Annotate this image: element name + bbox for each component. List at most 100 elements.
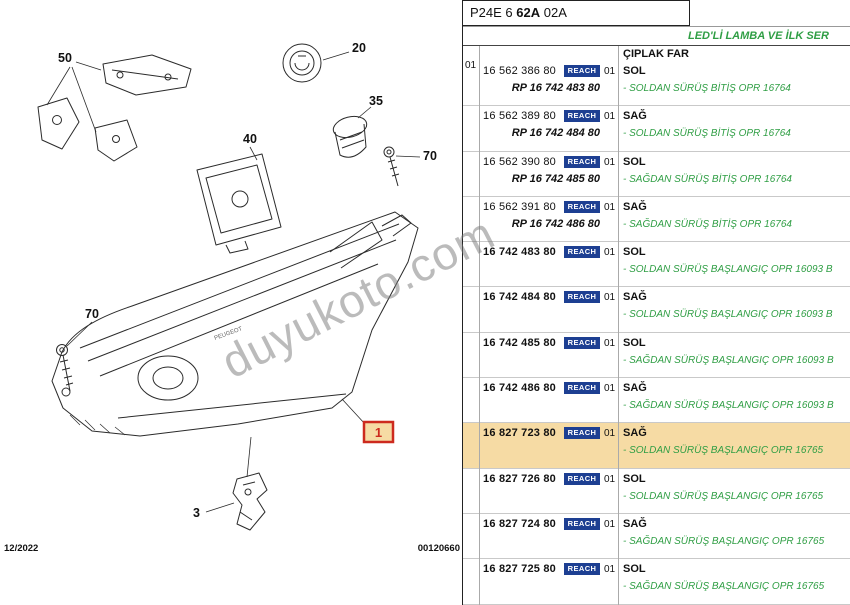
part-number: 16 827 723 80: [483, 427, 556, 440]
table-row[interactable]: 16 827 724 80 REACH 01 SAĞ - SAĞDAN SÜRÜ…: [463, 514, 850, 560]
group-header-row: ÇIPLAK FAR: [463, 46, 850, 61]
catalog-code: P24E 6 62A 02A: [463, 0, 690, 26]
side-label: SAĞ: [623, 382, 647, 395]
description: - SAĞDAN SÜRÜŞ BAŞLANGIÇ OPR 16765: [623, 535, 825, 547]
diagram-panel: 50 20 35 40 70 70 3 PEUGEOT 1 12/2022 00…: [4, 41, 460, 554]
parts-table-rows: 16 562 386 80 REACH 01 SOL RP 16 742 483…: [463, 61, 850, 605]
table-row[interactable]: 16 562 391 80 REACH 01 SAĞ RP 16 742 486…: [463, 197, 850, 243]
catalog-code-suffix: 02A: [540, 5, 567, 20]
quantity: 01: [604, 518, 616, 530]
group-header-label: ÇIPLAK FAR: [623, 48, 689, 60]
part-20-cap: [282, 43, 322, 83]
footer-date: 12/2022: [4, 543, 38, 554]
footer-doc-number: 00120660: [418, 543, 460, 554]
reach-badge[interactable]: REACH: [564, 517, 600, 530]
description: - SAĞDAN SÜRÜŞ BAŞLANGIÇ OPR 16093 B: [623, 400, 834, 412]
callout-1-number: 1: [375, 425, 382, 440]
description: - SOLDAN SÜRÜŞ BAŞLANGIÇ OPR 16093 B: [623, 309, 833, 321]
section-subtitle-row: LED'Lİ LAMBA VE İLK SER: [463, 26, 850, 46]
parts-table: 01 ÇIPLAK FAR 16 562 386 80 REACH 01 SOL…: [463, 46, 850, 605]
part-number: 16 562 386 80: [483, 65, 556, 77]
parts-diagram: 50 20 35 40 70 70 3 PEUGEOT 1 12/2022 00…: [4, 41, 460, 554]
table-row[interactable]: 16 827 725 80 REACH 01 SOL - SAĞDAN SÜRÜ…: [463, 559, 850, 605]
description: - SOLDAN SÜRÜŞ BİTİŞ OPR 16764: [623, 128, 791, 140]
part-number: 16 742 486 80: [483, 382, 556, 395]
table-row[interactable]: 16 562 386 80 REACH 01 SOL RP 16 742 483…: [463, 61, 850, 107]
side-label: SAĞ: [623, 427, 647, 440]
reach-badge[interactable]: REACH: [564, 65, 600, 77]
reach-badge[interactable]: REACH: [564, 291, 600, 304]
side-label: SOL: [623, 246, 646, 259]
reach-badge[interactable]: REACH: [564, 110, 600, 123]
catalog-code-bold: 62A: [516, 5, 541, 20]
part-number: 16 562 390 80: [483, 155, 556, 168]
description: - SOLDAN SÜRÜŞ BAŞLANGIÇ OPR 16765: [623, 490, 824, 502]
side-label: SAĞ: [623, 291, 647, 304]
quantity: 01: [604, 383, 616, 395]
label-40: 40: [243, 132, 257, 146]
table-row[interactable]: 16 562 389 80 REACH 01 SAĞ RP 16 742 484…: [463, 106, 850, 152]
quantity: 01: [604, 156, 616, 168]
description: - SOLDAN SÜRÜŞ BAŞLANGIÇ OPR 16765: [623, 445, 824, 457]
side-label: SAĞ: [623, 517, 647, 530]
label-70-top: 70: [423, 149, 437, 163]
part-3-bracket: [232, 436, 268, 531]
column-divider-description: [618, 46, 619, 605]
part-number: 16 742 484 80: [483, 291, 556, 304]
table-row[interactable]: 16 562 390 80 REACH 01 SOL RP 16 742 485…: [463, 152, 850, 197]
part-1-headlight: [51, 211, 419, 437]
part-number: 16 742 483 80: [483, 246, 556, 259]
quantity: 01: [604, 428, 616, 440]
reach-badge[interactable]: REACH: [564, 155, 600, 168]
rp-part-number: RP 16 742 483 80: [511, 82, 600, 94]
quantity: 01: [604, 66, 616, 77]
table-row[interactable]: 16 827 726 80 REACH 01 SOL - SOLDAN SÜRÜ…: [463, 469, 850, 514]
section-subtitle: LED'Lİ LAMBA VE İLK SER: [688, 30, 829, 42]
label-20: 20: [352, 41, 366, 55]
reach-badge[interactable]: REACH: [564, 382, 600, 395]
label-3: 3: [193, 506, 200, 520]
part-number: 16 742 485 80: [483, 336, 556, 349]
reach-badge[interactable]: REACH: [564, 427, 600, 440]
description: - SAĞDAN SÜRÜŞ BAŞLANGIÇ OPR 16765: [623, 581, 825, 593]
catalog-code-prefix: P24E 6: [470, 5, 517, 20]
part-70-screw-left: [56, 344, 74, 392]
side-label: SAĞ: [623, 110, 647, 123]
part-40-ecu: [196, 153, 282, 254]
quantity: 01: [604, 201, 616, 213]
part-70-screw-top: [383, 146, 400, 187]
table-row[interactable]: 16 827 723 80 REACH 01 SAĞ - SOLDAN SÜRÜ…: [463, 423, 850, 469]
quantity: 01: [604, 292, 616, 304]
description: - SOLDAN SÜRÜŞ BİTİŞ OPR 16764: [623, 83, 791, 94]
reach-badge[interactable]: REACH: [564, 472, 600, 485]
description: - SAĞDAN SÜRÜŞ BİTİŞ OPR 16764: [623, 173, 792, 185]
reach-badge[interactable]: REACH: [564, 246, 600, 259]
reach-badge[interactable]: REACH: [564, 200, 600, 213]
part-50-brackets: [37, 54, 192, 162]
column-divider-index: [479, 46, 480, 605]
quantity: 01: [604, 247, 616, 259]
label-70-left: 70: [85, 307, 99, 321]
part-number: 16 827 725 80: [483, 563, 556, 576]
part-35-module: [332, 115, 368, 158]
quantity: 01: [604, 564, 616, 576]
reach-badge[interactable]: REACH: [564, 336, 600, 349]
label-35: 35: [369, 94, 383, 108]
part-number: 16 562 389 80: [483, 110, 556, 123]
quantity: 01: [604, 337, 616, 349]
table-row[interactable]: 16 742 483 80 REACH 01 SOL - SOLDAN SÜRÜ…: [463, 242, 850, 288]
label-50: 50: [58, 51, 72, 65]
part-number: 16 562 391 80: [483, 200, 556, 213]
description: - SOLDAN SÜRÜŞ BAŞLANGIÇ OPR 16093 B: [623, 264, 833, 276]
table-row[interactable]: 16 742 486 80 REACH 01 SAĞ - SAĞDAN SÜRÜ…: [463, 378, 850, 424]
callout-1[interactable]: 1: [362, 420, 395, 444]
leader-lines: [46, 51, 421, 513]
rp-part-number: RP 16 742 486 80: [511, 217, 600, 230]
part-number: 16 827 726 80: [483, 472, 556, 485]
side-label: SOL: [623, 155, 646, 168]
callout-1-box[interactable]: [362, 420, 395, 444]
description: - SAĞDAN SÜRÜŞ BİTİŞ OPR 16764: [623, 218, 792, 230]
reach-badge[interactable]: REACH: [564, 563, 600, 576]
table-row[interactable]: 16 742 485 80 REACH 01 SOL - SAĞDAN SÜRÜ…: [463, 333, 850, 379]
table-row[interactable]: 16 742 484 80 REACH 01 SAĞ - SOLDAN SÜRÜ…: [463, 287, 850, 333]
